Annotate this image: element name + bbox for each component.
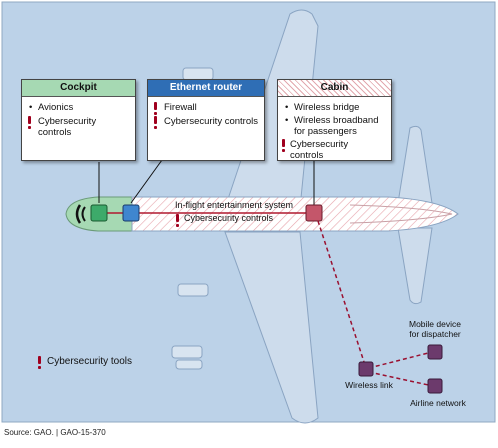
legend-label: Cybersecurity tools xyxy=(47,356,133,367)
cabin-title: Cabin xyxy=(278,80,391,97)
warning-icon xyxy=(154,116,157,129)
airline-network-label: Airline network xyxy=(410,398,466,408)
router-item-controls: Cybersecurity controls xyxy=(154,116,258,129)
warning-icon xyxy=(282,139,285,152)
airline-network-node xyxy=(427,378,443,394)
cockpit-window xyxy=(75,204,82,224)
router-node xyxy=(122,204,140,222)
router-item-firewall: Firewall xyxy=(154,102,258,115)
cabin-box: Cabin Wireless bridge Wireless broadband… xyxy=(277,79,392,161)
cockpit-item-controls: Cybersecurity controls xyxy=(28,116,129,138)
cockpit-node xyxy=(90,204,108,222)
cockpit-title: Cockpit xyxy=(22,80,135,97)
engine-lower-1 xyxy=(177,283,209,297)
warning-icon xyxy=(38,356,41,369)
router-box: Ethernet router Firewall Cybersecurity c… xyxy=(147,79,265,161)
ife-controls: Cybersecurity controls xyxy=(176,213,304,227)
cabin-item-bridge: Wireless bridge xyxy=(284,102,385,113)
router-title: Ethernet router xyxy=(148,80,264,97)
source-note: Source: GAO. | GAO-15-370 xyxy=(4,428,106,437)
tail-lower xyxy=(397,227,433,305)
mobile-device-node xyxy=(427,344,443,360)
tail-upper xyxy=(397,125,433,204)
cabin-item-controls: Cybersecurity controls xyxy=(282,139,383,161)
warning-icon xyxy=(28,116,31,129)
warning-icon xyxy=(176,214,179,227)
cockpit-box: Cockpit Avionics Cybersecurity controls xyxy=(21,79,136,161)
warning-icon xyxy=(154,102,157,115)
wireless-link-node xyxy=(358,361,374,377)
cabin-node xyxy=(305,204,323,222)
lower-wing xyxy=(224,231,319,424)
fuselage-cabin xyxy=(131,196,459,232)
wireless-link-label: Wireless link xyxy=(345,380,393,390)
engine-lower-2 xyxy=(171,345,203,359)
ife-title: In-flight entertainment system xyxy=(174,200,294,210)
legend: Cybersecurity tools xyxy=(38,356,133,369)
engine-lower-3 xyxy=(175,359,203,370)
cockpit-item-avionics: Avionics xyxy=(28,102,129,113)
